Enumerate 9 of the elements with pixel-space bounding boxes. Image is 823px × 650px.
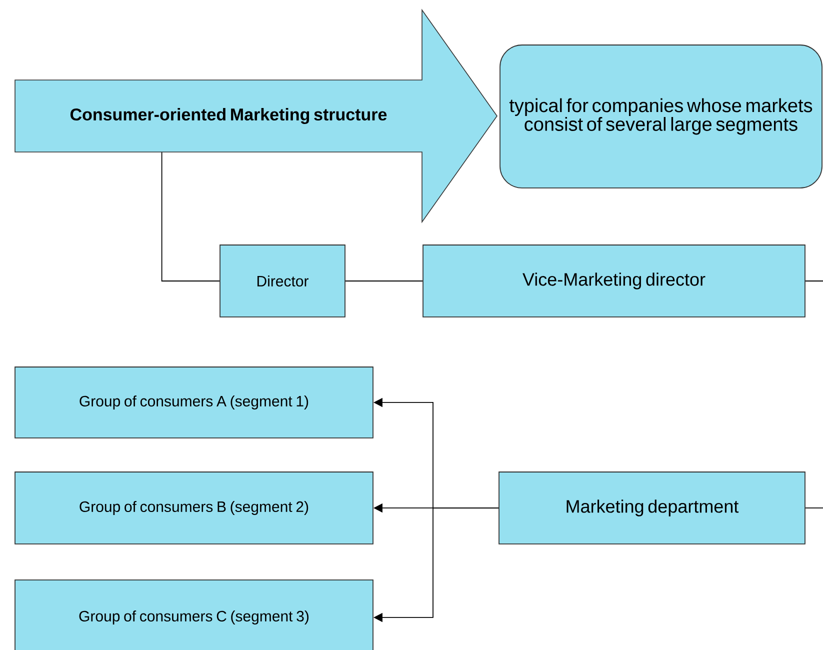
process-box: Director (220, 244, 346, 318)
process-box: Vice-Marketing director (422, 244, 806, 318)
connector (345, 280, 423, 282)
process-box: Group of consumers C (segment 3) (14, 580, 374, 650)
connector (805, 280, 823, 282)
rounded-box: typical for companies whose markets consist of several large segments (500, 44, 822, 188)
process-box: Marketing department (498, 472, 806, 544)
process-box: Group of consumers B (segment 2) (14, 472, 374, 544)
process-box: Group of consumers A (segment 1) (14, 366, 374, 438)
